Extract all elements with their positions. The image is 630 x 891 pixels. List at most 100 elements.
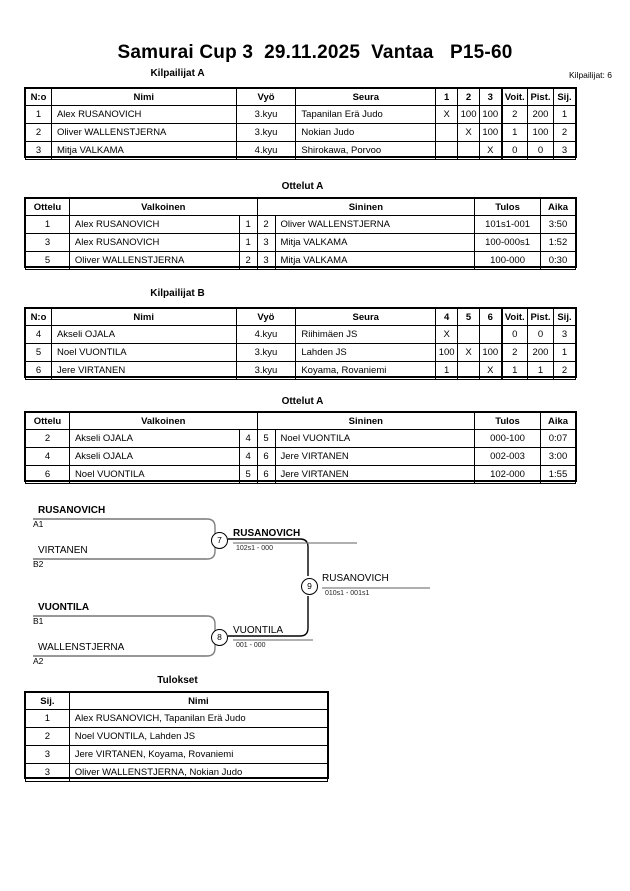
cell-result: 100-000 <box>474 251 542 270</box>
col-name: Nimi <box>68 692 329 710</box>
bracket-node-winner-7: RUSANOVICH <box>233 528 301 539</box>
col-m5: 5 <box>457 308 481 326</box>
cell-name: Noel VUONTILA, Lahden JS <box>68 727 329 746</box>
cell-name: Jere VIRTANEN, Koyama, Rovaniemi <box>68 745 329 764</box>
cell-blue-no: 3 <box>256 233 276 252</box>
cell-white: Akseli OJALA <box>68 429 240 448</box>
col-blue: Sininen <box>256 412 476 430</box>
cell-white: Alex RUSANOVICH <box>68 215 240 234</box>
cell-name: Alex RUSANOVICH <box>50 105 237 124</box>
col-match: Ottelu <box>25 412 70 430</box>
cell-wins: 0 <box>500 141 528 160</box>
col-m6: 6 <box>479 308 503 326</box>
cell-no: 1 <box>25 105 52 124</box>
bracket-entry-seed-3: B1 <box>33 616 44 626</box>
bracket-node-number-9: 9 <box>301 578 318 595</box>
cell-m1 <box>435 123 459 142</box>
col-m4: 4 <box>435 308 459 326</box>
bracket-node-number-7: 7 <box>211 532 228 549</box>
cell-club: Shirokawa, Porvoo <box>295 141 437 160</box>
table-header-row: N:o Nimi Vyö Seura 4 5 6 Voit. Pist. Sij… <box>25 308 577 326</box>
page-title: Samurai Cup 3 29.11.2025 Vantaa P15-60 <box>117 42 513 63</box>
cell-m6: 100 <box>479 343 503 362</box>
matches-a-table: Ottelu Valkoinen Sininen Tulos Aika 1 Al… <box>25 198 576 270</box>
table-row: 3 Jere VIRTANEN, Koyama, Rovaniemi <box>25 745 329 764</box>
cell-name: Akseli OJALA <box>50 325 237 344</box>
cell-no: 4 <box>25 325 52 344</box>
cell-rank: 3 <box>552 141 577 160</box>
cell-white: Akseli OJALA <box>68 447 240 466</box>
cell-blue-no: 6 <box>256 447 276 466</box>
table-header-row: Ottelu Valkoinen Sininen Tulos Aika <box>25 198 576 216</box>
cell-name: Mitja VALKAMA <box>50 141 237 160</box>
cell-no: 5 <box>25 343 52 362</box>
col-rank: Sij. <box>552 308 577 326</box>
cell-match: 6 <box>25 465 70 484</box>
cell-name: Oliver WALLENSTJERNA <box>50 123 237 142</box>
bracket-entry-name-2: VIRTANEN <box>38 545 88 556</box>
cell-match: 5 <box>25 251 70 270</box>
table-header-row: N:o Nimi Vyö Seura 1 2 3 Voit. Pist. Sij… <box>25 88 577 106</box>
cell-belt: 3.kyu <box>235 343 297 362</box>
cell-blue: Oliver WALLENSTJERNA <box>274 215 476 234</box>
table-row: 6 Noel VUONTILA 5 6 Jere VIRTANEN 102-00… <box>25 465 577 484</box>
col-time: Aika <box>540 198 576 216</box>
cell-belt: 4.kyu <box>235 141 297 160</box>
col-time: Aika <box>539 412 577 430</box>
cell-match: 3 <box>25 233 70 252</box>
cell-match: 2 <box>25 429 70 448</box>
cell-name: Jere VIRTANEN <box>50 361 237 380</box>
cell-white-no: 5 <box>238 465 258 484</box>
cell-blue: Jere VIRTANEN <box>274 447 476 466</box>
cell-name: Noel VUONTILA <box>50 343 237 362</box>
col-rank: Sij. <box>25 692 70 710</box>
cell-points: 0 <box>526 141 554 160</box>
col-m1: 1 <box>435 88 459 106</box>
col-m2: 2 <box>457 88 481 106</box>
cell-rank: 2 <box>552 123 577 142</box>
cell-club: Riihimäen JS <box>295 325 437 344</box>
cell-belt: 3.kyu <box>235 361 297 380</box>
cell-m6: X <box>479 361 503 380</box>
col-belt: Vyö <box>235 88 297 106</box>
table-row: 3 Mitja VALKAMA 4.kyu Shirokawa, Porvoo … <box>25 141 577 160</box>
col-rank: Sij. <box>552 88 577 106</box>
results-table: Sij. Nimi 1 Alex RUSANOVICH, Tapanilan E… <box>25 692 329 782</box>
col-result: Tulos <box>474 412 541 430</box>
bracket-node-score-8: 001 - 000 <box>236 642 266 649</box>
cell-m4: X <box>435 325 459 344</box>
cell-m4: 1 <box>435 361 459 380</box>
cell-m5: X <box>457 343 481 362</box>
cell-result: 000-100 <box>474 429 541 448</box>
cell-result: 102-000 <box>474 465 541 484</box>
cell-wins: 1 <box>500 361 528 380</box>
cell-club: Koyama, Rovaniemi <box>295 361 437 380</box>
cell-m5 <box>457 361 481 380</box>
cell-time: 1:52 <box>540 233 576 252</box>
cell-m2 <box>457 141 481 160</box>
cell-rank: 1 <box>552 105 577 124</box>
cell-club: Nokian Judo <box>295 123 437 142</box>
bracket-node-score-9: 010s1 - 001s1 <box>325 590 370 597</box>
cell-rank: 2 <box>552 361 577 380</box>
cell-match: 1 <box>25 215 70 234</box>
col-points: Pist. <box>526 88 554 106</box>
col-name: Nimi <box>50 88 237 106</box>
cell-white: Noel VUONTILA <box>68 465 240 484</box>
cell-result: 101s1-001 <box>474 215 542 234</box>
col-no: N:o <box>25 308 52 326</box>
cell-rank: 3 <box>25 763 70 782</box>
cell-belt: 3.kyu <box>235 105 297 124</box>
cell-m1 <box>435 141 459 160</box>
cell-points: 0 <box>526 325 554 344</box>
table-row: 5 Oliver WALLENSTJERNA 2 3 Mitja VALKAMA… <box>25 251 576 270</box>
cell-m3: X <box>479 141 503 160</box>
cell-club: Tapanilan Erä Judo <box>295 105 437 124</box>
table-row: 1 Alex RUSANOVICH, Tapanilan Erä Judo <box>25 709 329 728</box>
table-row: 2 Noel VUONTILA, Lahden JS <box>25 727 329 746</box>
col-name: Nimi <box>50 308 237 326</box>
table-row: 6 Jere VIRTANEN 3.kyu Koyama, Rovaniemi … <box>25 361 577 380</box>
cell-time: 0:07 <box>539 429 577 448</box>
col-club: Seura <box>295 308 437 326</box>
col-white: Valkoinen <box>68 198 258 216</box>
